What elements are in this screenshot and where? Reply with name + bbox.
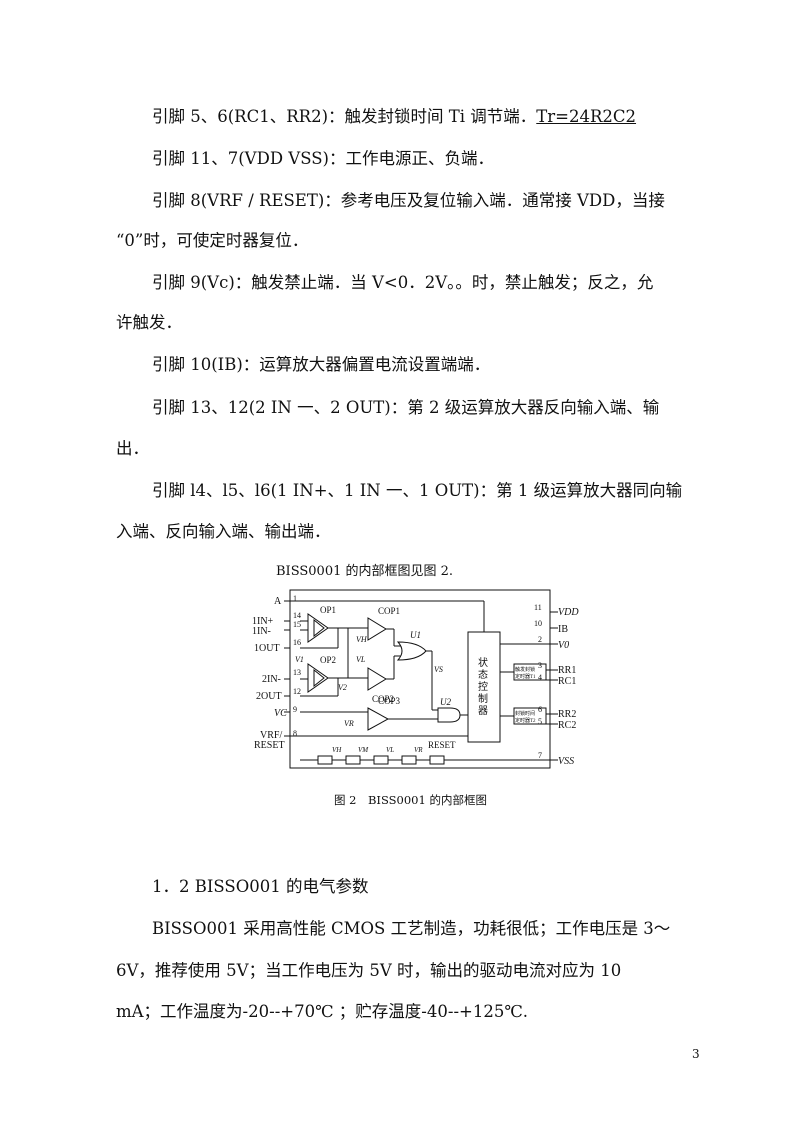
- pin-5-6-formula: Tr=24R2C2: [536, 107, 637, 126]
- op2-amplifier: [307, 663, 329, 693]
- pin-label-vdd: VDD: [558, 607, 579, 618]
- pin-14-16-line-2: 入端、反向输入端、输出端．: [116, 522, 331, 541]
- pin-label-vss: VSS: [558, 756, 574, 767]
- section-body-line-3: mA；工作温度为-20--+70℃ ；贮存温度-40--+125℃.: [116, 1002, 529, 1021]
- u1-label: U1: [410, 630, 421, 640]
- left-pins: A 1 14 15 16 1IN+ 1IN- 1OUT 13 12 2IN- 2…: [252, 594, 301, 751]
- pin-number-1: 1: [293, 594, 297, 603]
- pin-number-2: 2: [538, 635, 542, 644]
- op1-amplifier: [307, 613, 329, 643]
- svg-text:器: 器: [478, 705, 488, 717]
- pin-label-ib: IB: [558, 624, 568, 635]
- svg-text:VH: VH: [332, 746, 342, 754]
- resistor-labels: VH VM VL VR: [332, 746, 423, 754]
- pin-9-line-1: 引脚 9(Vc)：触发禁止端．当 V<0．2V。。时，禁止触发；反之，允: [152, 273, 654, 292]
- pin-label-vrf: VRF/: [260, 730, 282, 741]
- pin-label-2in: 2IN-: [262, 674, 281, 685]
- pin-11-7-line: 引脚 11、7(VDD VSS)：工作电源正、负端．: [152, 149, 494, 168]
- page-number: 3: [692, 1047, 700, 1061]
- cop2-comparator: [367, 667, 387, 691]
- section-body-line-1: BISSO001 采用高性能 CMOS 工艺制造，功耗很低；工作电压是 3～: [152, 919, 671, 938]
- resistor-chain: [317, 755, 445, 765]
- pin-number-11: 11: [534, 603, 542, 612]
- figure-intro: BISS0001 的内部框图见图 2.: [276, 564, 454, 579]
- u2-label: U2: [440, 697, 451, 707]
- pin-label-reset: RESET: [254, 740, 285, 751]
- reset-label: RESET: [428, 740, 456, 750]
- pin-5-6-text: 引脚 5、6(RC1、RR2)：触发封锁时间 Ti 调节端．: [152, 107, 537, 126]
- state-controller-label: 状 态 控 制 器: [478, 656, 488, 717]
- pin-label-rc1: RC1: [558, 676, 576, 687]
- svg-text:封锁时间: 封锁时间: [515, 710, 535, 717]
- vr-label: VR: [344, 719, 354, 728]
- state-controller: [467, 631, 501, 743]
- pin-number-12: 12: [293, 687, 301, 696]
- section-heading: 1．2 BISSO001 的电气参数: [152, 877, 369, 896]
- v1-label: V1: [295, 655, 304, 664]
- block-diagram: A 1 14 15 16 1IN+ 1IN- 1OUT 13 12 2IN- 2…: [252, 589, 579, 769]
- right-pin-stubs: [550, 611, 558, 761]
- svg-text:VR: VR: [414, 746, 423, 754]
- pin-10-line: 引脚 10(IB)：运算放大器偏置电流设置端端．: [152, 355, 491, 374]
- pin-14-16-line-1: 引脚 l4、l5、l6(1 IN+、1 IN 一、1 OUT)：第 1 级运算放…: [152, 481, 683, 500]
- pin-number-16: 16: [293, 638, 301, 647]
- cop2-label: COP2: [372, 694, 394, 704]
- cop3-label: COP3: [378, 696, 401, 706]
- pin-label-1in-minus: 1IN-: [252, 626, 271, 637]
- pin-number-4: 4: [538, 673, 542, 682]
- left-pin-stubs: [284, 600, 290, 737]
- op1-label: OP1: [320, 605, 336, 615]
- vl-label: VL: [356, 655, 366, 664]
- svg-text:VM: VM: [358, 746, 369, 754]
- svg-text:态: 态: [478, 668, 488, 681]
- pin-label-rr2: RR2: [558, 709, 576, 720]
- u2-gate: [437, 707, 461, 723]
- pin-label-rr1: RR1: [558, 665, 576, 676]
- cop1-label: COP1: [378, 606, 400, 616]
- svg-text:定时器T1: 定时器T1: [515, 673, 536, 680]
- pin-number-8: 8: [293, 729, 297, 738]
- pin-8-line-2: “0”时，可使定时器复位．: [116, 231, 309, 250]
- op2-label: OP2: [320, 655, 336, 665]
- pin-number-7: 7: [538, 751, 542, 760]
- pin-13-12-line-1: 引脚 13、12(2 IN 一、2 OUT)：第 2 级运算放大器反向输入端、输: [152, 398, 660, 417]
- pin-number-3: 3: [538, 661, 542, 670]
- svg-text:控: 控: [478, 680, 488, 693]
- pin-number-9: 9: [293, 705, 297, 714]
- pin-13-12-line-2: 出．: [116, 439, 149, 458]
- pin-number-13: 13: [293, 668, 301, 677]
- pin-label-2out: 2OUT: [256, 691, 282, 702]
- svg-text:状: 状: [478, 656, 488, 669]
- cop3-comparator: [367, 707, 390, 731]
- pin-label-1in-plus: 1IN+: [252, 616, 274, 627]
- pin-label-vc: VC: [274, 708, 287, 719]
- figure-caption: 图 2 BISS0001 的内部框图: [334, 793, 487, 807]
- cop1-comparator: [367, 617, 387, 641]
- pin-label-1out: 1OUT: [254, 643, 280, 654]
- vs-label: VS: [434, 665, 443, 674]
- svg-text:定时器T2: 定时器T2: [515, 717, 536, 724]
- section-body-line-2: 6V，推荐使用 5V；当工作电压为 5V 时，输出的驱动电流对应为 10: [116, 961, 622, 980]
- pin-9-line-2: 许触发．: [116, 313, 182, 332]
- pin-number-10: 10: [534, 619, 542, 628]
- pin-number-14: 14: [293, 611, 301, 620]
- pin-number-5: 5: [538, 717, 542, 726]
- pin-8-line-1: 引脚 8(VRF / RESET)：参考电压及复位输入端．通常接 VDD，当接: [152, 191, 665, 210]
- pin-number-6: 6: [538, 705, 542, 714]
- pin-label-vo: V0: [558, 640, 569, 651]
- pin-label-rc2: RC2: [558, 720, 576, 731]
- svg-text:触发封锁: 触发封锁: [515, 666, 535, 673]
- pin-number-15: 15: [293, 620, 301, 629]
- v2-label: V2: [338, 683, 347, 692]
- pin-5-6-line: 引脚 5、6(RC1、RR2)：触发封锁时间 Ti 调节端．Tr=24R2C2: [152, 107, 637, 126]
- pin-label-a: A: [274, 596, 282, 607]
- u1-gate: [396, 641, 427, 661]
- right-pins: 11 VDD 10 IB 2 V0 3 RR1 4 RC1 6 RR2 5 RC…: [534, 603, 579, 767]
- vh-label: VH: [356, 635, 368, 644]
- svg-text:制: 制: [478, 692, 488, 705]
- svg-text:VL: VL: [386, 746, 394, 754]
- chip-outline: [289, 589, 551, 769]
